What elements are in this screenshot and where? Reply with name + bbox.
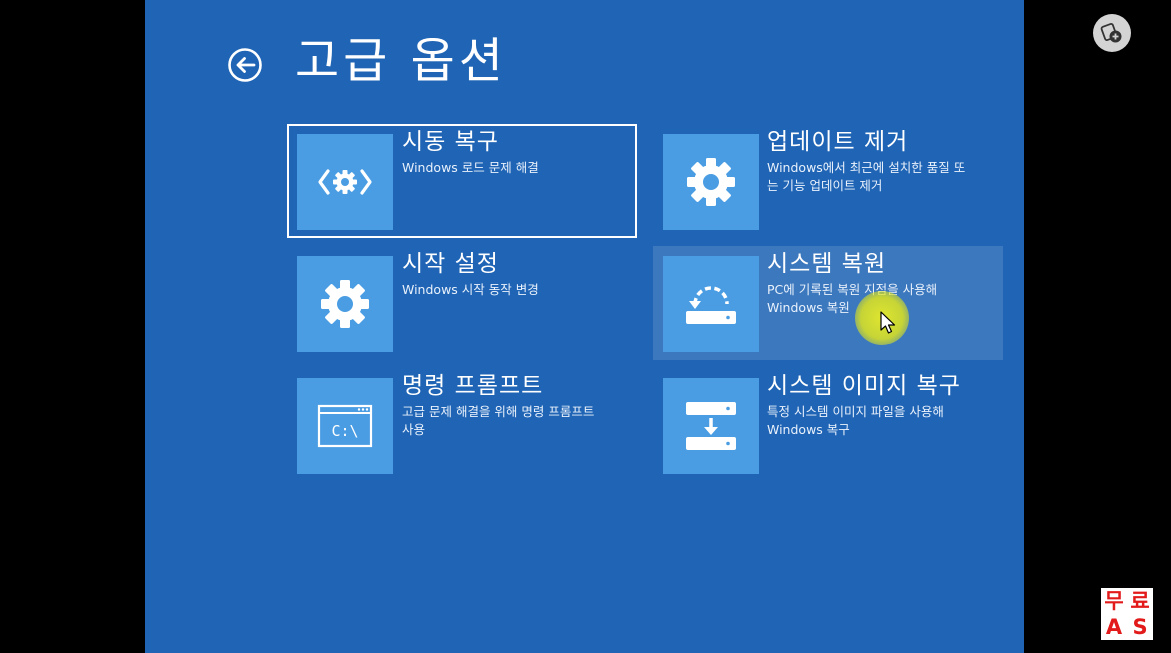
option-uninstall-updates[interactable]: 업데이트 제거 Windows에서 최근에 설치한 품질 또 는 기능 업데이트… bbox=[653, 124, 1003, 238]
option-title: 업데이트 제거 bbox=[767, 129, 909, 155]
option-description: 특정 시스템 이미지 파일을 사용해 bbox=[767, 404, 944, 419]
option-description: Windows 시작 동작 변경 bbox=[402, 282, 539, 297]
screen-record-button[interactable] bbox=[1093, 14, 1131, 52]
screen-record-icon bbox=[1100, 23, 1122, 43]
option-description: PC에 기록된 복원 지점을 사용해 bbox=[767, 282, 938, 297]
option-title: 명령 프롬프트 bbox=[402, 373, 544, 399]
code-gear-icon bbox=[318, 169, 372, 195]
startup-settings-tile-icon bbox=[297, 256, 393, 352]
badge-char: S bbox=[1132, 615, 1148, 639]
mouse-pointer-icon bbox=[880, 311, 896, 334]
back-arrow-icon bbox=[228, 48, 262, 82]
option-system-restore[interactable]: 시스템 복원 PC에 기록된 복원 지점을 사용해 Windows 복원 bbox=[653, 246, 1003, 360]
option-title: 시스템 이미지 복구 bbox=[767, 373, 961, 399]
option-description-line2: Windows 복원 bbox=[767, 300, 850, 315]
gear-icon bbox=[687, 158, 735, 206]
badge-char: A bbox=[1105, 615, 1123, 639]
command-prompt-icon: C:\ bbox=[317, 404, 373, 448]
option-startup-repair[interactable]: 시동 복구 Windows 로드 문제 해결 bbox=[287, 124, 637, 238]
option-description-line2: Windows 복구 bbox=[767, 422, 850, 437]
badge-char: 무 bbox=[1104, 589, 1124, 613]
free-as-badge: 무 료 A S bbox=[1101, 588, 1153, 640]
option-command-prompt[interactable]: C:\ 명령 프롬프트 고급 문제 해결을 위해 명령 프롬프트 사용 bbox=[287, 368, 637, 482]
cmd-icon-text: C:\ bbox=[331, 422, 358, 440]
startup-repair-tile-icon bbox=[297, 134, 393, 230]
option-description: Windows에서 최근에 설치한 품질 또 bbox=[767, 160, 966, 175]
uninstall-updates-tile-icon bbox=[663, 134, 759, 230]
option-title: 시동 복구 bbox=[402, 129, 499, 155]
restore-icon bbox=[686, 286, 736, 324]
option-description-line2: 사용 bbox=[402, 422, 426, 437]
image-recovery-icon bbox=[686, 402, 736, 450]
option-description: 고급 문제 해결을 위해 명령 프롬프트 bbox=[402, 404, 595, 419]
option-title: 시작 설정 bbox=[402, 251, 499, 277]
gear-icon bbox=[321, 280, 369, 328]
system-image-recovery-tile-icon bbox=[663, 378, 759, 474]
option-startup-settings[interactable]: 시작 설정 Windows 시작 동작 변경 bbox=[287, 246, 637, 360]
back-button[interactable] bbox=[227, 47, 263, 83]
option-description: Windows 로드 문제 해결 bbox=[402, 160, 539, 175]
option-description-line2: 는 기능 업데이트 제거 bbox=[767, 178, 883, 193]
page-title: 고급 옵션 bbox=[295, 33, 507, 89]
badge-char: 료 bbox=[1130, 589, 1150, 613]
option-system-image-recovery[interactable]: 시스템 이미지 복구 특정 시스템 이미지 파일을 사용해 Windows 복구 bbox=[653, 368, 1003, 482]
system-restore-tile-icon bbox=[663, 256, 759, 352]
command-prompt-tile-icon: C:\ bbox=[297, 378, 393, 474]
option-title: 시스템 복원 bbox=[767, 251, 887, 277]
